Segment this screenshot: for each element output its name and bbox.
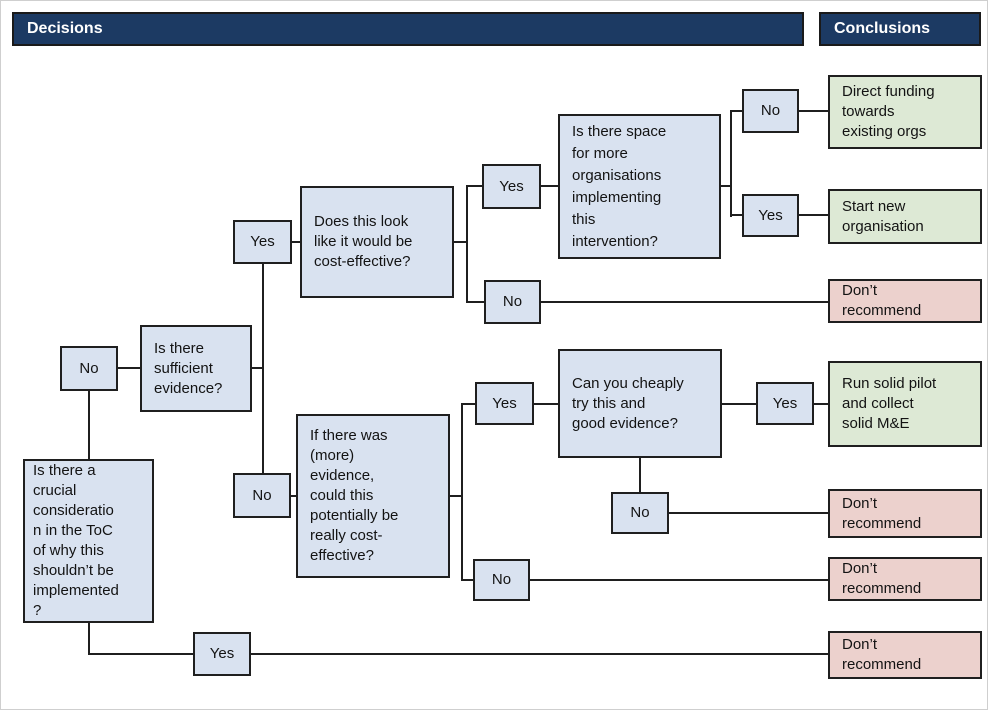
decision-cheaply-try: Can you cheaply try this and good eviden…: [558, 349, 722, 458]
connector: [466, 301, 484, 303]
connector: [251, 653, 828, 655]
conclusion-dont-recommend-2: Don’t recommend: [828, 489, 982, 538]
connector: [88, 391, 90, 459]
answer-yes-cost-effective: Yes: [482, 164, 541, 209]
decisions-header: Decisions: [12, 12, 804, 46]
connector: [461, 403, 463, 580]
connector: [799, 110, 828, 112]
connector: [252, 367, 264, 369]
conclusion-dont-recommend-4: Don’t recommend: [828, 631, 982, 679]
connector: [88, 623, 90, 654]
connector: [454, 241, 467, 243]
decision-cost-effective: Does this look like it would be cost-eff…: [300, 186, 454, 298]
connector: [730, 214, 742, 216]
decision-more-evidence: If there was (more) evidence, could this…: [296, 414, 450, 578]
answer-yes-crucial: Yes: [193, 632, 251, 676]
conclusions-header: Conclusions: [819, 12, 981, 46]
answer-no-crucial: No: [60, 346, 118, 391]
answer-no-cost-effective: No: [484, 280, 541, 324]
answer-no-cheaply-try: No: [611, 492, 669, 534]
connector: [721, 185, 732, 187]
connector: [450, 495, 463, 497]
answer-no-evidence: No: [233, 473, 291, 518]
answer-yes-evidence: Yes: [233, 220, 292, 264]
connector: [466, 185, 483, 187]
connector: [730, 110, 742, 112]
connector: [541, 301, 828, 303]
conclusion-dont-recommend-3: Don’t recommend: [828, 557, 982, 601]
connector: [88, 653, 193, 655]
conclusion-direct-funding: Direct funding towards existing orgs: [828, 75, 982, 149]
connector: [461, 403, 475, 405]
connector: [534, 403, 558, 405]
answer-yes-cheaply-try: Yes: [756, 382, 814, 425]
decision-space-for-orgs: Is there space for more organisations im…: [558, 114, 721, 259]
conclusion-run-pilot: Run solid pilot and collect solid M&E: [828, 361, 982, 447]
connector: [291, 495, 296, 497]
conclusion-start-new-org: Start new organisation: [828, 189, 982, 244]
connector: [639, 458, 641, 492]
connector: [292, 241, 300, 243]
connector: [541, 185, 558, 187]
connector: [799, 214, 828, 216]
connector: [466, 185, 468, 303]
answer-yes-more-evidence: Yes: [475, 382, 534, 425]
connector: [669, 512, 828, 514]
connector: [814, 403, 828, 405]
connector: [530, 579, 828, 581]
conclusion-dont-recommend-1: Don’t recommend: [828, 279, 982, 323]
answer-no-more-evidence: No: [473, 559, 530, 601]
connector: [262, 264, 264, 473]
answer-no-space: No: [742, 89, 799, 133]
connector: [730, 110, 732, 217]
answer-yes-space: Yes: [742, 194, 799, 237]
decision-sufficient-evidence: Is there sufficient evidence?: [140, 325, 252, 412]
connector: [461, 579, 473, 581]
connector: [722, 403, 756, 405]
decision-crucial-consideration: Is there a crucial consideratio n in the…: [23, 459, 154, 623]
connector: [118, 367, 140, 369]
